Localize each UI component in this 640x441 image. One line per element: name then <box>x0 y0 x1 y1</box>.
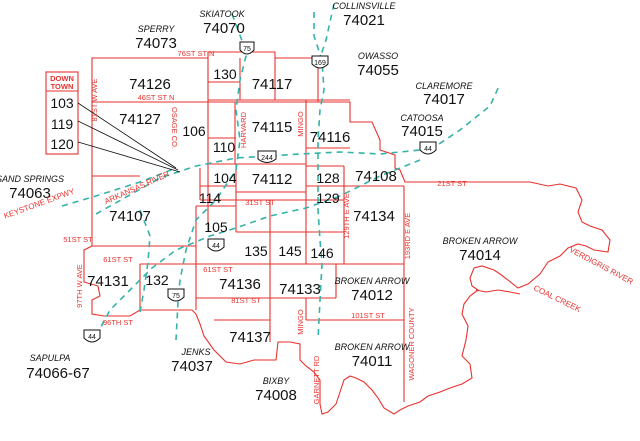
street-51st: 51ST ST <box>63 235 93 244</box>
downtown-zip-120: 120 <box>50 136 74 152</box>
downtown-title-line2: TOWN <box>51 82 74 91</box>
city-skiatook-name: SKIATOOK <box>199 9 245 19</box>
arkansas-river-label: ARKANSAS RIVER <box>103 169 171 206</box>
street-46st: 46ST ST N <box>138 93 175 102</box>
city-collinsville-name: COLLINSVILLE <box>332 1 396 11</box>
street-mingo-south: MINGO <box>296 309 305 335</box>
street-mingo-north: MINGO <box>296 111 305 137</box>
street-96th: 96TH ST <box>103 318 133 327</box>
zip-105: 105 <box>204 219 228 235</box>
street-97th-w-ave: 97TH W AVE <box>75 264 84 308</box>
city-bixby-zip: 74008 <box>255 387 297 404</box>
city-sperry-name: SPERRY <box>138 24 176 34</box>
street-81st-w-ave: 81ST W AVE <box>90 78 99 121</box>
zip-146: 146 <box>310 245 334 261</box>
city-claremore-name: CLAREMORE <box>415 81 473 91</box>
city-jenks-zip: 74037 <box>171 358 213 375</box>
city-broken-arrow-74012-zip: 74012 <box>351 287 393 304</box>
city-collinsville-zip: 74021 <box>343 12 385 29</box>
street-81st: 81ST ST <box>231 296 261 305</box>
highway-44-sw-shield: 44 <box>83 329 101 343</box>
zip-132: 132 <box>145 272 169 288</box>
zip-74112: 74112 <box>252 171 293 188</box>
zip-boundaries <box>45 51 611 415</box>
zip-128: 128 <box>316 170 340 186</box>
city-sand-springs-name: SAND SPRINGS <box>0 174 64 184</box>
zip-106: 106 <box>182 123 206 139</box>
downtown-zip-103: 103 <box>50 95 74 111</box>
city-catoosa-name: CATOOSA <box>400 113 443 123</box>
city-labels: SPERRY 74073 SKIATOOK 74070 COLLINSVILLE… <box>0 1 519 404</box>
city-bixby-name: BIXBY <box>263 376 291 386</box>
city-broken-arrow-74011-zip: 74011 <box>352 353 393 370</box>
zip-74115: 74115 <box>252 119 293 136</box>
street-wagoner-county: WAGONER COUNTY <box>407 307 416 380</box>
street-193rd-e-ave: 193RD E AVE <box>403 213 412 260</box>
city-jenks-name: JENKS <box>180 347 210 357</box>
highway-169-shield: 169 <box>311 55 329 69</box>
zip-110: 110 <box>213 139 236 155</box>
zip-104: 104 <box>213 170 237 186</box>
zip-74137: 74137 <box>229 329 271 346</box>
zip-74117: 74117 <box>252 76 293 93</box>
zip-114: 114 <box>199 190 222 206</box>
zip-74134: 74134 <box>353 208 395 225</box>
zip-74108: 74108 <box>355 168 397 185</box>
highway-44-mid-label: 44 <box>212 243 220 250</box>
zip-135: 135 <box>244 243 268 259</box>
street-31st: 31ST ST <box>245 198 275 207</box>
street-61st: 61ST ST <box>203 265 233 274</box>
street-osage-co: OSAGE CO. <box>170 107 179 149</box>
city-catoosa-zip: 74015 <box>401 123 443 140</box>
zip-74127: 74127 <box>119 111 161 128</box>
zip-labels: 74126 130 74117 74127 106 110 74115 7411… <box>87 66 397 346</box>
zip-129: 129 <box>316 190 340 206</box>
zip-130: 130 <box>213 66 237 82</box>
highway-75-north-label: 75 <box>243 46 251 53</box>
street-76st: 76ST ST N <box>178 49 215 58</box>
highway-169-label: 169 <box>314 60 326 67</box>
city-claremore-zip: 74017 <box>423 91 465 108</box>
downtown-zip-119: 119 <box>51 116 74 132</box>
city-sapulpa-zip: 74066-67 <box>26 365 89 382</box>
city-sand-springs-zip: 74063 <box>9 185 51 202</box>
street-garnett-rd: GARNETT RD <box>312 355 321 404</box>
street-129th-e-ave: 129TH E AVE <box>342 193 351 239</box>
coal-creek-label: COAL CREEK <box>532 283 583 314</box>
highway-44-east-label: 44 <box>424 146 432 153</box>
city-broken-arrow-74011-name: BROKEN ARROW <box>335 342 411 352</box>
street-harvard: HARVARD <box>239 111 248 148</box>
city-broken-arrow-74012-name: BROKEN ARROW <box>335 276 411 286</box>
highway-244-shield: 244 <box>257 150 277 163</box>
city-skiatook-zip: 74070 <box>203 20 245 37</box>
city-owasso-name: OWASSO <box>358 51 398 61</box>
street-101st: 101ST ST <box>351 311 385 320</box>
highway-44-sw-label: 44 <box>88 334 96 341</box>
zip-74126: 74126 <box>129 76 171 93</box>
zip-74131: 74131 <box>87 273 129 290</box>
highway-75-south-label: 75 <box>172 293 180 300</box>
city-broken-arrow-main-name: BROKEN ARROW <box>443 236 519 246</box>
city-broken-arrow-main-zip: 74014 <box>459 247 501 264</box>
street-21st: 21ST ST <box>437 179 467 188</box>
city-sapulpa-name: SAPULPA <box>30 353 71 363</box>
highway-244-label: 244 <box>261 155 273 162</box>
zip-145: 145 <box>278 243 302 259</box>
highway-75-south-shield: 75 <box>167 288 185 302</box>
downtown-title-line1: DOWN <box>50 74 74 83</box>
highway-44-mid-shield: 44 <box>207 238 225 252</box>
city-sperry-zip: 74073 <box>135 35 177 52</box>
city-owasso-zip: 74055 <box>357 62 399 79</box>
highway-44-east-shield: 44 <box>419 141 437 155</box>
zip-74107: 74107 <box>109 208 151 225</box>
street-61st-west: 61ST ST <box>103 255 133 264</box>
street-labels: 76ST ST N 46ST ST N 81ST W AVE OSAGE CO.… <box>63 49 467 404</box>
highway-75-north-shield: 75 <box>239 41 255 55</box>
zip-74133: 74133 <box>279 281 321 298</box>
downtown-pointers <box>77 102 181 173</box>
zip-74116: 74116 <box>310 129 351 146</box>
zip-74136: 74136 <box>219 276 261 293</box>
